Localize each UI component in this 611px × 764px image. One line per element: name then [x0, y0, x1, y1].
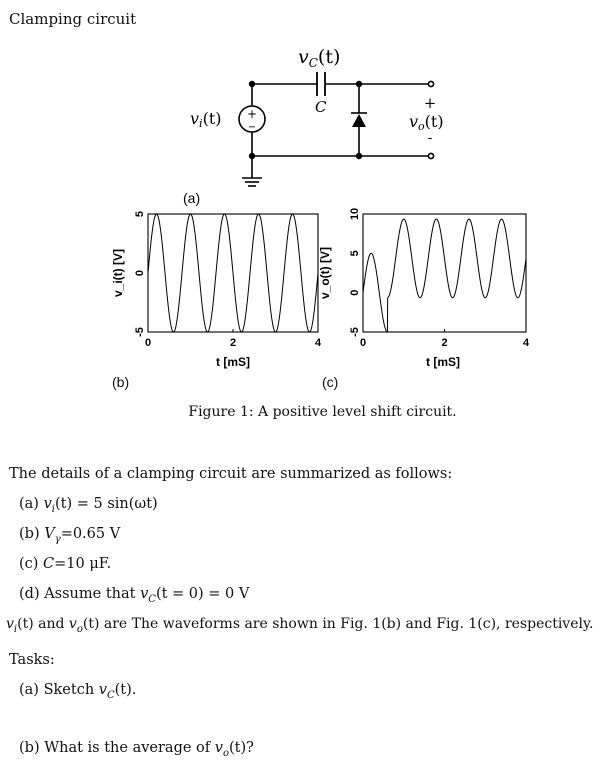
circuit-diagram: vC(t) C vi(t) + − + - vo(t) (a) [183, 46, 444, 206]
panel-c-label: (c) [322, 374, 339, 390]
chart-b-xlabel: t [mS] [216, 355, 250, 369]
b-xtick-label: 2 [230, 337, 236, 349]
panel-a-label: (a) [183, 190, 200, 206]
output-label: vo(t) [409, 112, 444, 133]
c-xtick-label: 4 [523, 337, 530, 349]
list-item-d: (d) Assume that vC(t = 0) = 0 V [19, 586, 250, 605]
intro-text: The details of a clamping circuit are su… [9, 466, 453, 482]
figure-caption: Figure 1: A positive level shift circuit… [188, 404, 457, 420]
cap-voltage-label: vC(t) [298, 46, 340, 70]
node-bottom-diode [355, 152, 363, 160]
b-ytick-label: -5 [134, 327, 146, 337]
chart-c-series-line [362, 218, 527, 333]
chart-b-series-line [147, 213, 319, 333]
chart-c-ylabel: v_o(t) [V] [318, 247, 332, 299]
source-minus: − [248, 122, 256, 133]
source-plus: + [247, 107, 257, 121]
waveform-text: vi(t) and vo(t) are The waveforms are sh… [6, 616, 594, 635]
c-xtick-label: 0 [360, 337, 366, 349]
output-terminal-bottom [427, 152, 435, 160]
c-ytick-label: 5 [349, 250, 361, 256]
chart-b-ylabel: v_i(t) [V] [111, 249, 125, 297]
source-label: vi(t) [190, 109, 222, 130]
task-b: (b) What is the average of vo(t)? [19, 740, 254, 759]
voltage-source-circle [238, 105, 266, 133]
chart-c-xlabel: t [mS] [426, 355, 460, 369]
b-ytick-label: 5 [134, 211, 146, 217]
list-item-b: (b) Vγ=0.65 V [19, 526, 121, 545]
b-xtick-label: 4 [315, 337, 322, 349]
c-xtick-label: 2 [441, 337, 447, 349]
page-heading: Clamping circuit [9, 10, 137, 28]
c-ytick-label: 10 [349, 208, 361, 220]
panel-b-label: (b) [112, 374, 130, 390]
b-ytick-label: 0 [134, 270, 146, 276]
b-xtick-label: 0 [145, 337, 151, 349]
cap-name-label: C [315, 98, 327, 116]
c-ytick-label: 0 [349, 290, 361, 296]
output-terminal-top [427, 80, 435, 88]
diode-triangle [352, 114, 366, 127]
list-item-c: (c) C=10 μF. [19, 556, 112, 572]
tasks-label: Tasks: [9, 652, 55, 668]
output-plus: + [424, 94, 437, 112]
node-bottom-left [248, 152, 256, 160]
node-top-diode [355, 80, 363, 88]
output-minus: - [428, 130, 433, 146]
node-top-left [248, 80, 256, 88]
c-ytick-label: -5 [349, 327, 361, 337]
task-a: (a) Sketch vC(t). [19, 682, 137, 701]
list-item-a: (a) vi(t) = 5 sin(ωt) [19, 496, 158, 515]
